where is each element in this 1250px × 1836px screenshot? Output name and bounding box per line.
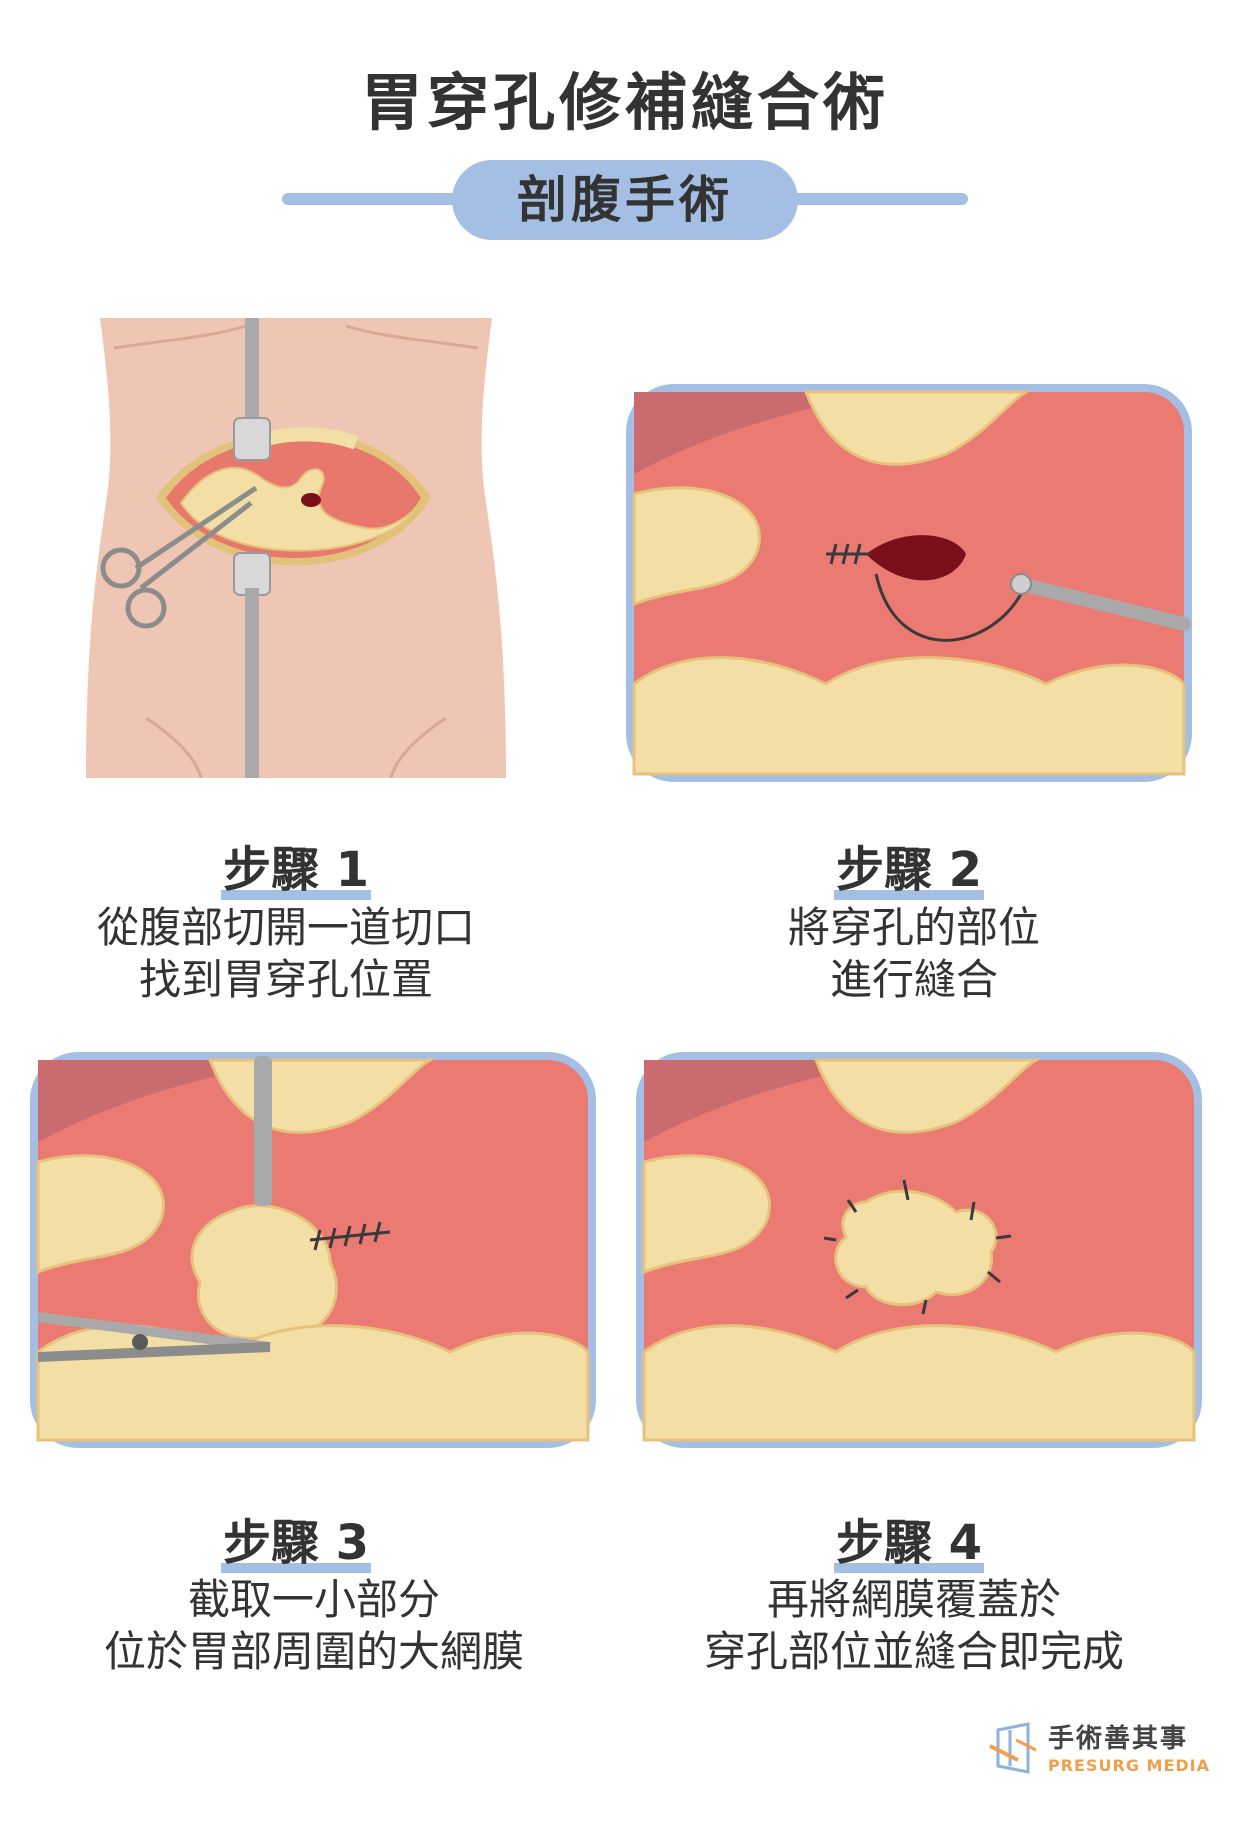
suture-illustration (626, 384, 1192, 782)
abdomen-illustration (86, 318, 506, 778)
step-3-line-1: 截取一小部分 (187, 1575, 440, 1624)
brand-logo: 手術善其事 PRESURG MEDIA (988, 1718, 1218, 1782)
step-2-line-2: 進行縫合 (829, 955, 998, 1004)
step-4-line-1: 再將網膜覆蓋於 (766, 1575, 1061, 1624)
step-2-description: 將穿孔的部位 進行縫合 (614, 902, 1214, 1006)
logo-icon (989, 1722, 1037, 1774)
step-4-line-2: 穿孔部位並縫合即完成 (703, 1627, 1124, 1676)
step-4-description: 再將網膜覆蓋於 穿孔部位並縫合即完成 (614, 1574, 1214, 1678)
step-4-title: 步驟 4 (629, 1503, 1189, 1573)
subtitle-line-left (282, 193, 482, 205)
brand-name: 手術善其事 (1048, 1724, 1189, 1754)
omentum-cut-illustration (30, 1052, 596, 1448)
subtitle-badge: 剖腹手術 (452, 160, 798, 240)
step-2-line-1: 將穿孔的部位 (787, 903, 1040, 952)
step-3-line-2: 位於胃部周圍的大網膜 (103, 1627, 524, 1676)
step-3-title: 步驟 3 (16, 1503, 576, 1573)
page-title: 胃穿孔修補縫合術 (360, 66, 889, 139)
brand-sub: PRESURG MEDIA (1048, 1756, 1210, 1775)
subtitle-line-right (768, 193, 968, 205)
step-1-description: 從腹部切開一道切口 找到胃穿孔位置 (0, 902, 586, 1006)
step-1-line-2: 找到胃穿孔位置 (138, 955, 433, 1004)
step-1-title: 步驟 1 (16, 830, 576, 900)
step-3-description: 截取一小部分 位於胃部周圍的大網膜 (14, 1574, 614, 1678)
step-1-line-1: 從腹部切開一道切口 (96, 903, 475, 952)
omentum-patch-illustration (636, 1052, 1202, 1448)
step-2-title: 步驟 2 (629, 830, 1189, 900)
